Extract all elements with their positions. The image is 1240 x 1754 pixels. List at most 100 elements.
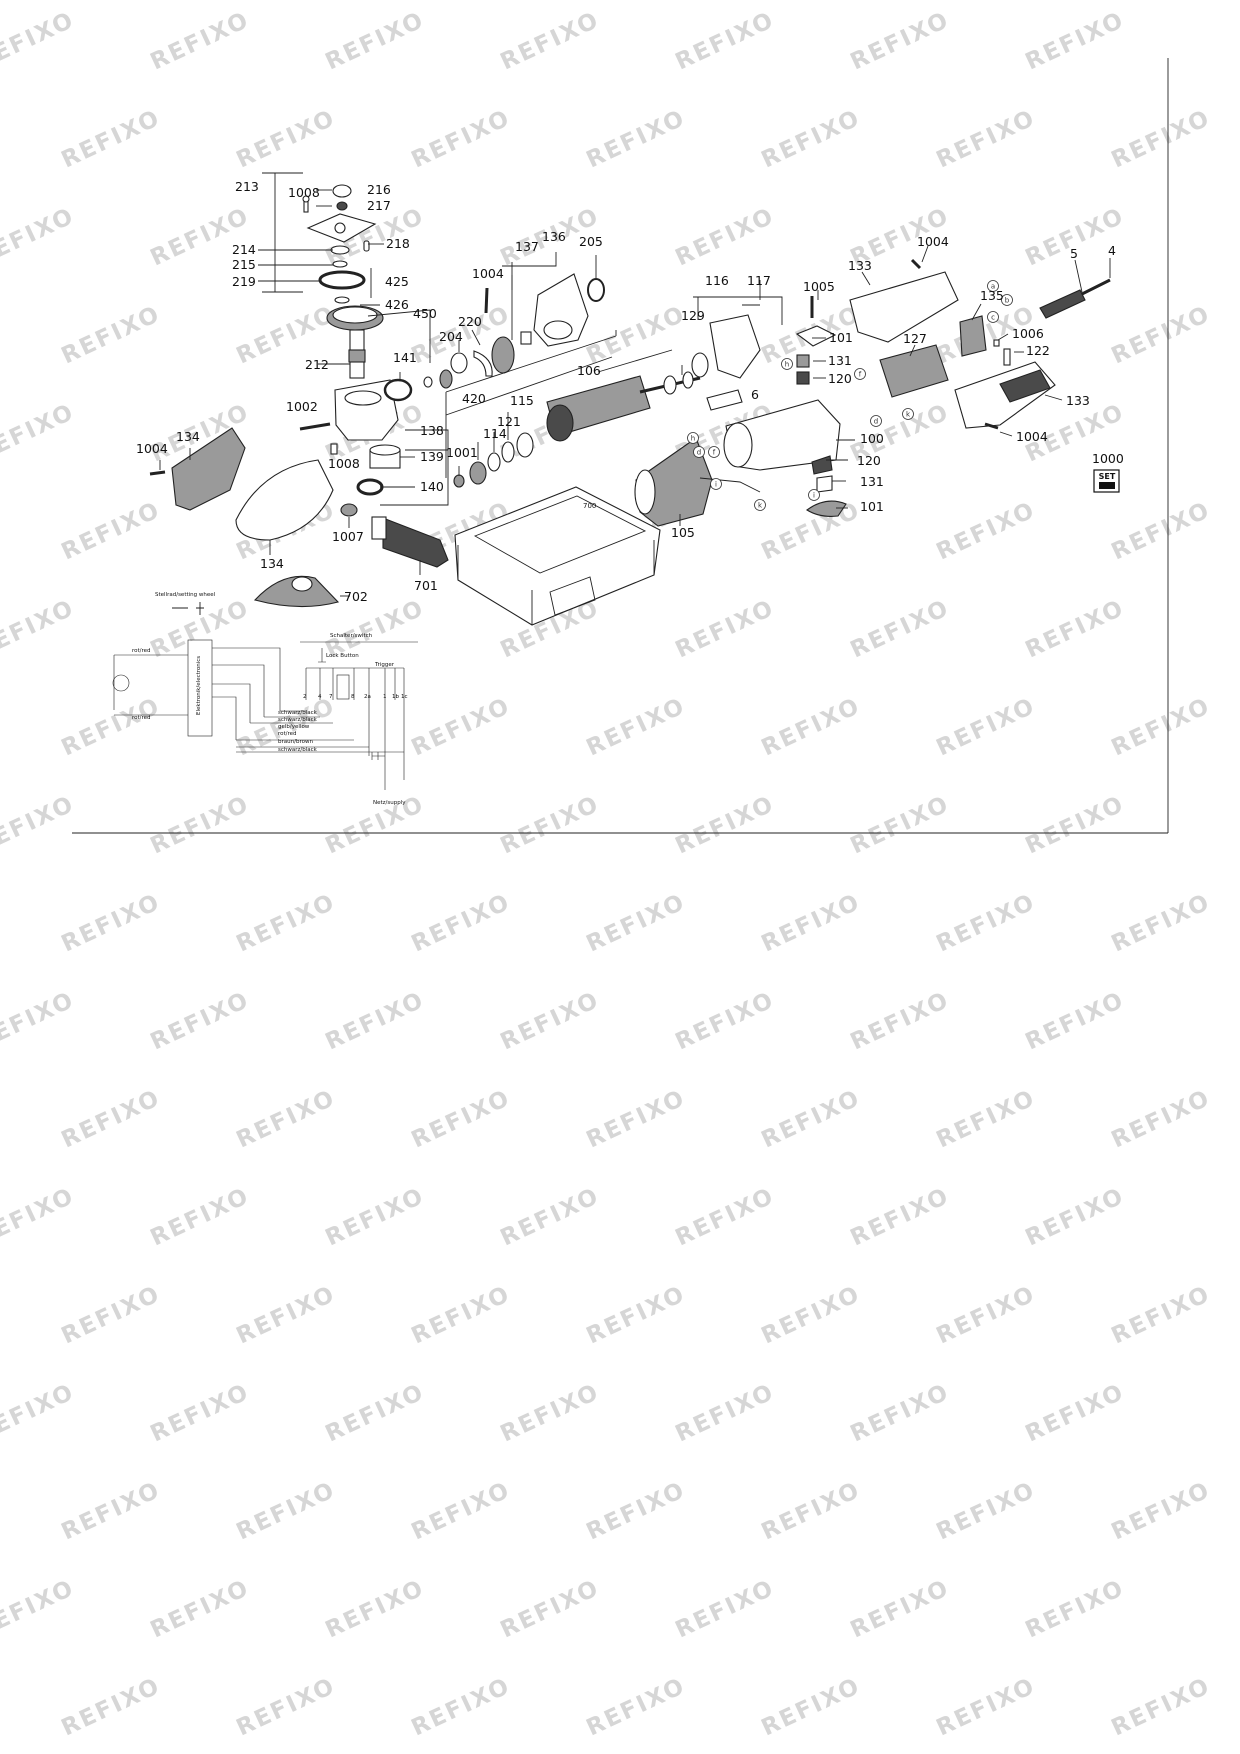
- label-6: 6: [751, 387, 759, 402]
- svg-text:d: d: [874, 418, 878, 426]
- watermark-text: REFIXO: [1022, 1379, 1129, 1447]
- label-101b: 101: [829, 330, 853, 345]
- watermark-text: REFIXO: [672, 1183, 779, 1251]
- watermark-text: REFIXO: [58, 1281, 165, 1349]
- watermark-text: REFIXO: [933, 693, 1040, 761]
- label-1004c: 1004: [917, 234, 949, 249]
- label-141: 141: [393, 350, 417, 365]
- callout-circles: a b c d f h k h d f i k i: [687, 280, 1013, 511]
- label-1004b: 1004: [472, 266, 504, 281]
- watermark-text: REFIXO: [847, 1183, 954, 1251]
- watermark-text: REFIXO: [758, 105, 865, 173]
- watermark-text: REFIXO: [147, 791, 254, 859]
- diagram-frame: [72, 58, 1169, 834]
- watermark-text: REFIXO: [1108, 693, 1215, 761]
- svg-text:d: d: [697, 449, 701, 457]
- watermark-text: REFIXO: [147, 1183, 254, 1251]
- svg-text:2: 2: [303, 694, 307, 700]
- wire-1: schwarz/black: [278, 710, 318, 716]
- watermark-text: REFIXO: [1022, 7, 1129, 75]
- watermark-text: REFIXO: [147, 1379, 254, 1447]
- wire-3: gelb/yellow: [278, 724, 310, 730]
- watermark-text: REFIXO: [758, 1281, 865, 1349]
- label-219: 219: [232, 274, 256, 289]
- wire-2: schwarz/black: [278, 717, 318, 723]
- svg-text:f: f: [859, 371, 862, 379]
- label-425: 425: [385, 274, 409, 289]
- label-133b: 133: [1066, 393, 1090, 408]
- part-134-guard: [235, 459, 334, 541]
- watermark-text: REFIXO: [847, 7, 954, 75]
- svg-text:1: 1: [383, 694, 387, 700]
- watermark-text: REFIXO: [847, 595, 954, 663]
- carry-case: [454, 486, 661, 626]
- label-217: 217: [367, 198, 391, 213]
- watermark-text: REFIXO: [672, 595, 779, 663]
- watermark-text: REFIXO: [1108, 1085, 1215, 1153]
- watermark-text: REFIXO: [583, 889, 690, 957]
- watermark-text: REFIXO: [583, 1673, 690, 1741]
- label-129: 129: [681, 308, 705, 323]
- svg-text:c: c: [991, 314, 995, 322]
- watermark-text: REFIXO: [408, 889, 515, 957]
- watermark-text: REFIXO: [1022, 987, 1129, 1055]
- label-138: 138: [420, 423, 444, 438]
- watermark-text: REFIXO: [58, 1477, 165, 1545]
- watermark-text: REFIXO: [933, 1281, 1040, 1349]
- label-131a: 131: [860, 474, 884, 489]
- watermark-text: REFIXO: [233, 1477, 340, 1545]
- watermark-text: REFIXO: [672, 1575, 779, 1643]
- label-1004a: 1004: [136, 441, 168, 456]
- label-204: 204: [439, 329, 463, 344]
- watermark-text: REFIXO: [583, 1477, 690, 1545]
- watermark-layer: REFIXO REFIXO REFIXO REFIXO REFIXO REFIXO REFI…: [0, 7, 1215, 1741]
- label-1007: 1007: [332, 529, 364, 544]
- watermark-text: REFIXO: [1022, 791, 1129, 859]
- watermark-text: REFIXO: [933, 497, 1040, 565]
- watermark-text: REFIXO: [408, 1085, 515, 1153]
- label-1005: 1005: [803, 279, 835, 294]
- leader-lines: [159, 189, 1111, 597]
- watermark-text: REFIXO: [58, 1673, 165, 1741]
- label-127: 127: [903, 331, 927, 346]
- watermark-text: REFIXO: [847, 1379, 954, 1447]
- label-1001: 1001: [446, 445, 478, 460]
- watermark-text: REFIXO: [1108, 1673, 1215, 1741]
- watermark-text: REFIXO: [933, 1085, 1040, 1153]
- gear-head-group: [149, 172, 449, 608]
- watermark-text: REFIXO: [233, 1673, 340, 1741]
- watermark-text: REFIXO: [0, 203, 79, 271]
- label-134b: 134: [260, 556, 284, 571]
- watermark-text: REFIXO: [322, 987, 429, 1055]
- label-106: 106: [577, 363, 601, 378]
- watermark-text: REFIXO: [497, 791, 604, 859]
- watermark-text: REFIXO: [1022, 595, 1129, 663]
- watermark-text: REFIXO: [322, 7, 429, 75]
- wiring-lock-button: Lock Button: [326, 653, 359, 659]
- part-129-fan-cover: [709, 314, 761, 379]
- svg-text:k: k: [906, 411, 911, 419]
- watermark-text: REFIXO: [672, 791, 779, 859]
- label-117: 117: [747, 273, 771, 288]
- set-badge: SET: [1093, 469, 1120, 493]
- label-215: 215: [232, 257, 256, 272]
- watermark-text: REFIXO: [583, 105, 690, 173]
- svg-text:i: i: [715, 481, 717, 489]
- watermark-text: REFIXO: [497, 1183, 604, 1251]
- watermark-text: REFIXO: [0, 1379, 79, 1447]
- watermark-text: REFIXO: [0, 791, 79, 859]
- watermark-text: REFIXO: [758, 1477, 865, 1545]
- watermark-text: REFIXO: [233, 105, 340, 173]
- watermark-text: REFIXO: [408, 1281, 515, 1349]
- label-1002: 1002: [286, 399, 318, 414]
- svg-text:1b: 1b: [392, 694, 399, 700]
- label-131b: 131: [828, 353, 852, 368]
- label-100: 100: [860, 431, 884, 446]
- label-134a: 134: [176, 429, 200, 444]
- svg-text:f: f: [713, 449, 716, 457]
- label-4: 4: [1108, 243, 1116, 258]
- watermark-text: REFIXO: [847, 791, 954, 859]
- label-114: 114: [483, 426, 507, 441]
- label-120a: 120: [857, 453, 881, 468]
